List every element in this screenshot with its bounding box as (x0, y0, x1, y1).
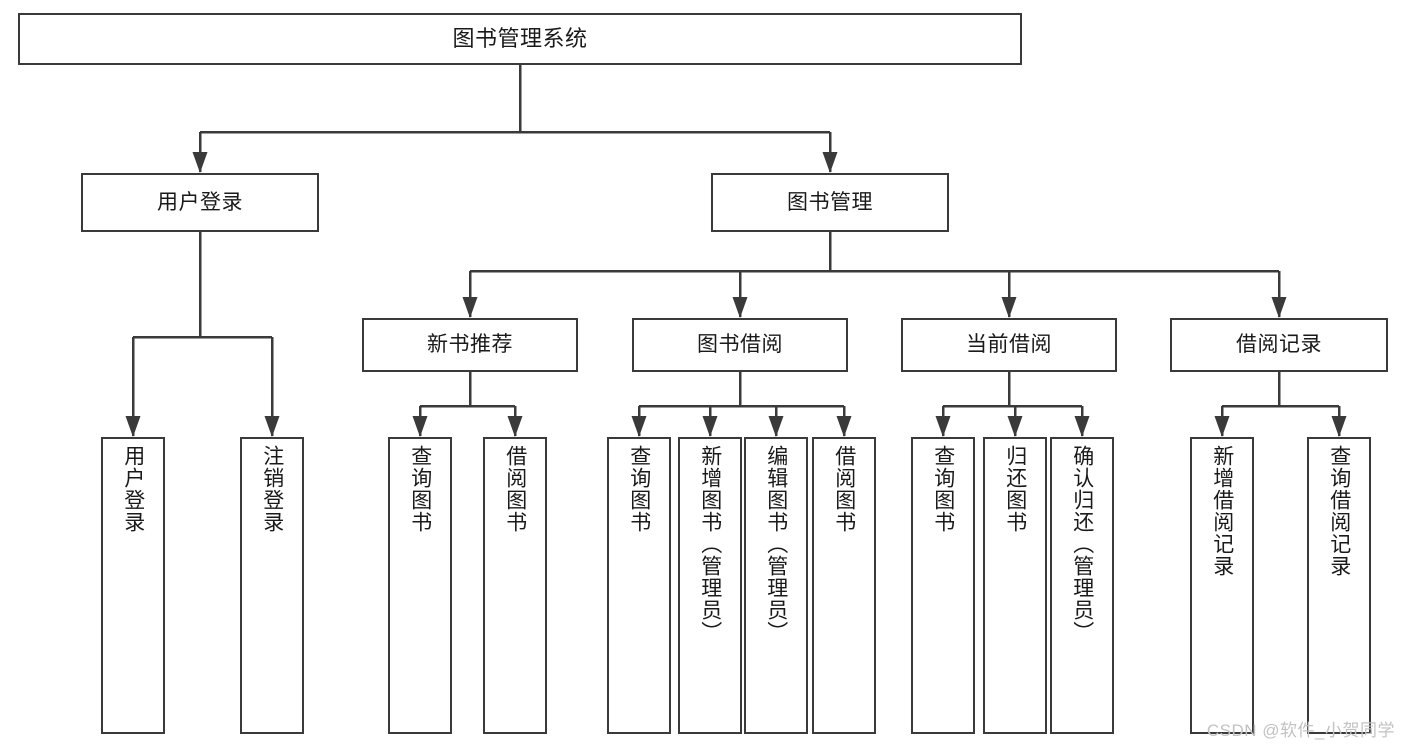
node-label: 查询图书 (931, 445, 955, 533)
node-leaf7[interactable]: 编辑图书（管理员） (744, 437, 808, 734)
node-leaf6[interactable]: 新增图书（管理员） (678, 437, 742, 734)
node-label: 新增图书（管理员） (698, 445, 722, 643)
node-leaf1[interactable]: 用户登录 (101, 437, 165, 734)
node-leaf3[interactable]: 查询图书 (388, 437, 452, 734)
node-login[interactable]: 用户登录 (81, 173, 319, 232)
node-leaf8[interactable]: 借阅图书 (812, 437, 876, 734)
node-label: 查询借阅记录 (1327, 445, 1351, 577)
node-label: 新增借阅记录 (1210, 445, 1234, 577)
node-label: 查询图书 (408, 445, 432, 533)
node-bookmgmt[interactable]: 图书管理 (711, 173, 949, 232)
node-label: 图书管理 (787, 190, 873, 214)
node-newbook[interactable]: 新书推荐 (362, 318, 578, 372)
node-label: 注销登录 (260, 445, 284, 533)
node-leaf4[interactable]: 借阅图书 (483, 437, 547, 734)
node-label: 确认归还（管理员） (1070, 445, 1094, 643)
node-borrow[interactable]: 图书借阅 (632, 318, 848, 372)
node-leaf13[interactable]: 查询借阅记录 (1307, 437, 1371, 734)
node-label: 借阅图书 (503, 445, 527, 533)
node-label: 编辑图书（管理员） (764, 445, 788, 643)
node-label: 新书推荐 (427, 333, 513, 357)
node-label: 图书借阅 (697, 333, 783, 357)
node-root[interactable]: 图书管理系统 (18, 13, 1022, 65)
node-leaf12[interactable]: 新增借阅记录 (1190, 437, 1254, 734)
node-current[interactable]: 当前借阅 (901, 318, 1117, 372)
node-leaf9[interactable]: 查询图书 (911, 437, 975, 734)
node-label: 当前借阅 (966, 333, 1052, 357)
node-label: 用户登录 (121, 445, 145, 533)
node-label: 图书管理系统 (452, 25, 588, 51)
node-records[interactable]: 借阅记录 (1170, 318, 1388, 372)
node-leaf5[interactable]: 查询图书 (607, 437, 671, 734)
node-label: 借阅记录 (1236, 333, 1322, 357)
node-label: 查询图书 (627, 445, 651, 533)
node-leaf2[interactable]: 注销登录 (240, 437, 304, 734)
node-label: 借阅图书 (832, 445, 856, 533)
node-leaf10[interactable]: 归还图书 (983, 437, 1047, 734)
node-leaf11[interactable]: 确认归还（管理员） (1050, 437, 1114, 734)
node-label: 用户登录 (157, 190, 243, 214)
watermark: CSDN @软件_小贺同学 (1206, 721, 1395, 740)
node-label: 归还图书 (1003, 445, 1027, 533)
